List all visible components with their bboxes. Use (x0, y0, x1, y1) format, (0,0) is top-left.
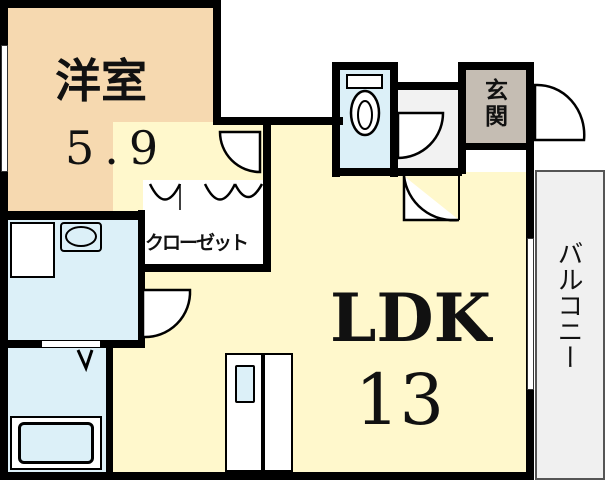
ldk-size: 13 (355, 359, 445, 441)
wall (263, 122, 271, 272)
refrigerator-side (263, 353, 293, 472)
refrigerator (225, 353, 263, 472)
wall (332, 168, 462, 176)
wall (332, 62, 398, 70)
entrance (466, 68, 526, 143)
window (527, 238, 534, 390)
balcony-label: バルコニー (553, 240, 583, 370)
wall (106, 340, 113, 480)
wall (458, 62, 533, 70)
wall (138, 264, 271, 272)
western-room-label: 洋室 (55, 54, 147, 108)
wall (458, 62, 466, 174)
balcony (535, 170, 605, 480)
entrance-step (466, 150, 526, 172)
fridge-panel (235, 365, 255, 403)
washbasin-bowl (65, 226, 97, 247)
window (1, 45, 8, 172)
wall (458, 143, 528, 150)
wall (390, 62, 398, 177)
ldk-room-upper (263, 122, 343, 172)
wall (0, 0, 8, 480)
entrance-label: 玄関 (485, 77, 508, 131)
wall (138, 210, 145, 345)
washing-machine-space (10, 222, 55, 278)
wall (0, 472, 534, 480)
wall (213, 0, 221, 125)
bathtub (18, 422, 94, 464)
wall (332, 62, 340, 177)
wall (398, 82, 466, 90)
wall (0, 0, 220, 8)
western-room-size: 5.9 (65, 121, 169, 175)
wall (213, 117, 343, 125)
ldk-label: LDK (330, 279, 492, 357)
wall (0, 211, 145, 220)
closet-label: クローゼット (145, 232, 249, 254)
